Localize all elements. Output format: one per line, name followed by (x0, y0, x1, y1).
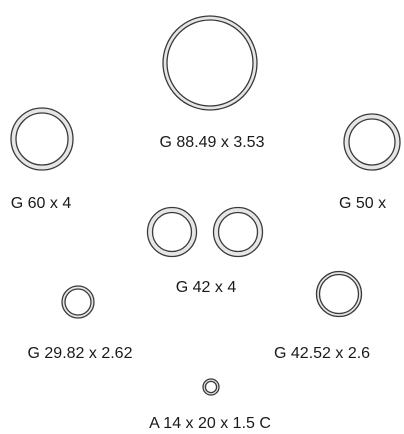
o-ring-label-g-42: G 42 x 4 (176, 279, 237, 296)
o-ring-a-14-20 (202, 378, 220, 396)
o-ring-label-g-42-52: G 42.52 x 2.6 (274, 345, 370, 362)
o-ring-g-60 (10, 107, 74, 171)
o-ring-g-42-52 (315, 270, 363, 318)
o-ring-label-g-50: G 50 x (339, 195, 386, 212)
o-ring-g-50 (343, 113, 401, 171)
o-ring-g-88-49 (162, 15, 258, 111)
o-ring-g-29-82 (61, 285, 95, 319)
o-ring-g-42-right (212, 206, 264, 258)
o-ring-label-a-14-20: A 14 x 20 x 1.5 C (149, 415, 271, 432)
o-ring-g-42-left (146, 206, 198, 258)
o-ring-label-g-88-49: G 88.49 x 3.53 (160, 134, 265, 151)
o-ring-label-g-60: G 60 x 4 (11, 195, 72, 212)
o-ring-label-g-29-82: G 29.82 x 2.62 (28, 345, 133, 362)
